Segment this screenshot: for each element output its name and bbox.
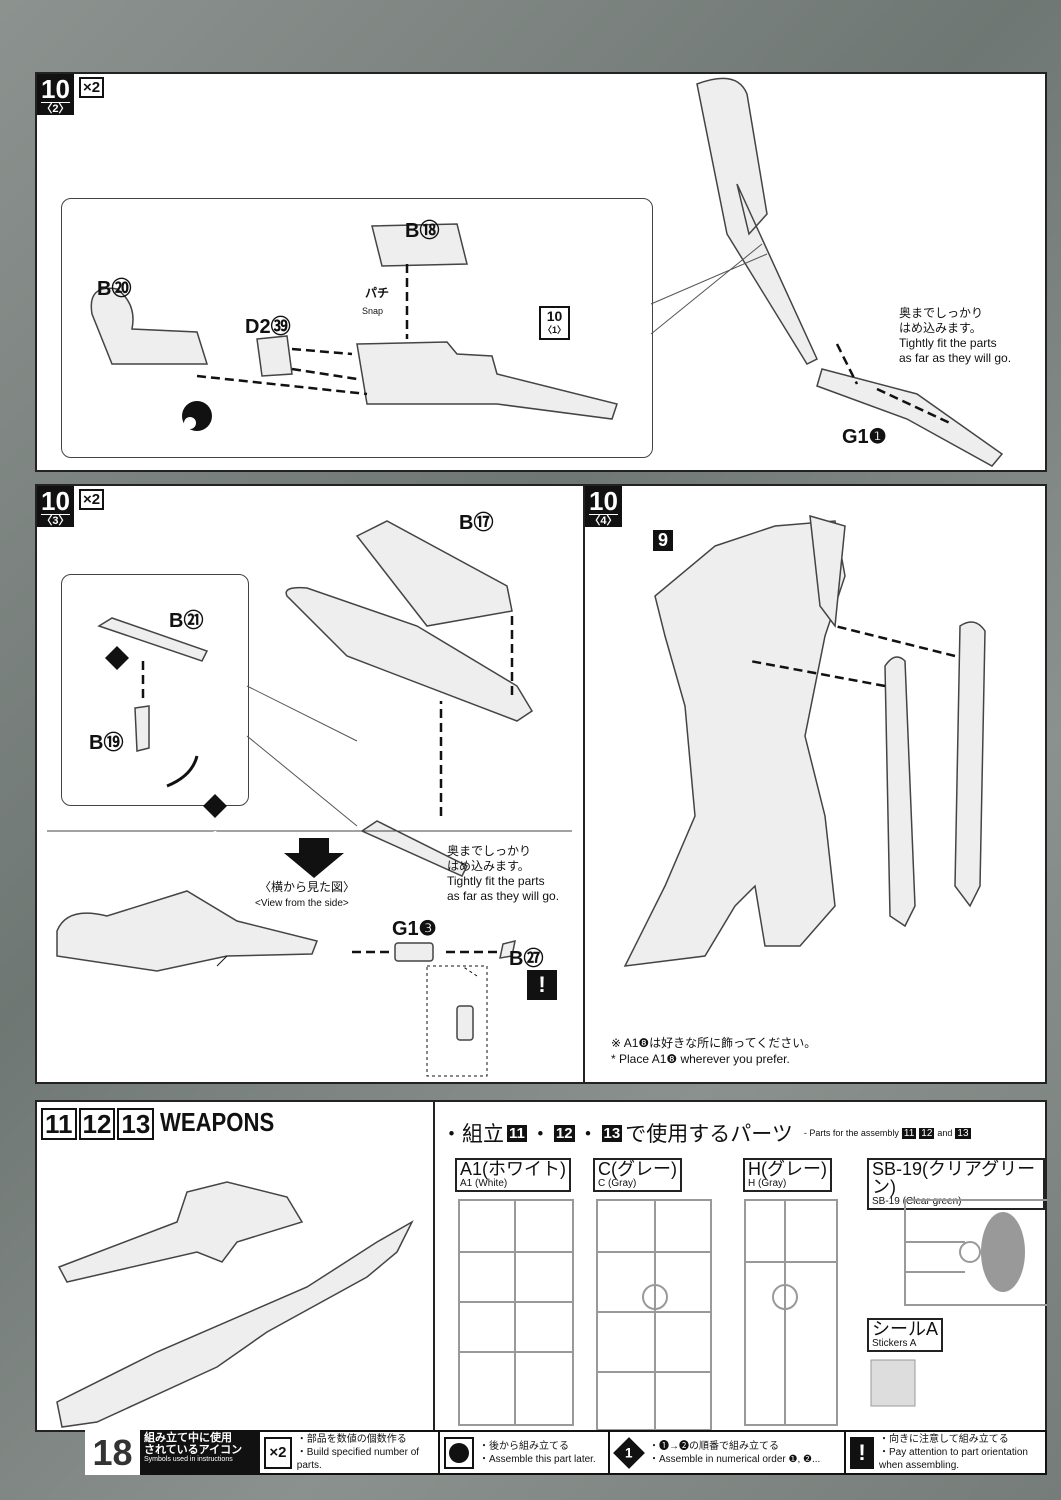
- snap-ja: パチ: [365, 286, 390, 300]
- legend-item-later: ・後から組み立てる・Assemble this part later.: [440, 1432, 608, 1473]
- runner-label-c: C(グレー)C (Gray): [593, 1158, 682, 1192]
- multiplier-icon: ×2: [264, 1436, 292, 1469]
- part-label: B⑰: [459, 512, 494, 534]
- step-number: 10〈3〉: [37, 486, 74, 527]
- parts-title-en: - Parts for the assembly: [803, 1128, 899, 1138]
- assemble-later-icon: [444, 1436, 474, 1469]
- runner-label-sb19: SB-19(クリアグリーン)SB-19 (Clear green): [867, 1158, 1045, 1210]
- part-label: G1❸: [392, 918, 437, 940]
- step-12-badge: 12: [78, 1108, 116, 1140]
- part-label: G1❶: [842, 426, 887, 448]
- step-11-badge: 11: [507, 1124, 527, 1142]
- side-view-en: <View from the side>: [255, 898, 349, 909]
- runner-label-h: H(グレー)H (Gray): [743, 1158, 832, 1192]
- snap-en: Snap: [362, 306, 384, 316]
- parts-panel: ・組立 11・ 12・ 13 で使用するパーツ - Parts for the …: [433, 1100, 1047, 1432]
- multiplier-badge: ×2: [79, 77, 105, 98]
- section-title: WEAPONS: [160, 1107, 275, 1137]
- legend-item-order: 1・❶→❷の順番で組み立てる・Assemble in numerical ord…: [610, 1432, 844, 1473]
- order-icon: 1: [613, 1436, 645, 1469]
- icon-legend: 組み立て中に使用 されているアイコン Symbols used in instr…: [140, 1430, 1047, 1475]
- ref-step-9: 9: [653, 530, 674, 551]
- multiplier-badge: ×2: [79, 489, 105, 510]
- step-10-3-panel: 10〈3〉 ×2: [35, 484, 585, 1084]
- assembly-diagram: [47, 520, 572, 1077]
- detail-callout: [61, 574, 249, 806]
- step-12-badge: 12: [553, 1124, 575, 1142]
- part-label: D2㊴: [245, 316, 291, 338]
- fit-note-ja: 奥までしっかり はめ込みます。: [899, 306, 984, 335]
- orientation-warning-icon: !: [527, 970, 557, 1000]
- weapons-diagram: [56, 1181, 414, 1428]
- assembly-diagram: [90, 77, 1004, 467]
- legend-title: 組み立て中に使用 されているアイコン Symbols used in instr…: [144, 1432, 243, 1463]
- step-10-4-panel: 10〈4〉 9 ※ A1❽は好きな所に飾ってください。 * Place A1❽ …: [583, 484, 1047, 1084]
- step-number: 10〈2〉: [37, 74, 74, 115]
- part-label: B⑳: [97, 278, 132, 300]
- runner-label-a1: A1(ホワイト)A1 (White): [455, 1158, 572, 1192]
- step-11-badge: 11: [41, 1108, 77, 1140]
- parts-title-prefix: ・組立: [441, 1123, 504, 1146]
- part-label: B㉑: [169, 610, 204, 632]
- weapons-panel: 11 12 13 WEAPONS: [35, 1100, 435, 1432]
- part-label: B⑱: [405, 220, 440, 242]
- step-number: 10〈4〉: [585, 486, 622, 527]
- step-12-badge-small: 12: [919, 1127, 935, 1139]
- gundam-diagram: [623, 514, 986, 967]
- legend-item-multiplier: ×2・部品を数値の個数作る・Build specified number of …: [260, 1432, 438, 1473]
- step-13-badge: 13: [117, 1108, 155, 1140]
- warning-icon: !: [850, 1436, 874, 1469]
- step-11-badge-small: 11: [901, 1127, 917, 1139]
- detail-callout: [61, 198, 653, 458]
- step-13-badge-small: 13: [955, 1127, 971, 1139]
- placement-note-ja: ※ A1❽は好きな所に飾ってください。: [611, 1036, 817, 1050]
- placement-note-en: * Place A1❽ wherever you prefer.: [611, 1052, 790, 1066]
- page-number: 18: [85, 1430, 140, 1475]
- parts-title-suffix: で使用するパーツ: [625, 1123, 793, 1146]
- part-label: B㉗: [509, 948, 544, 970]
- runner-diagrams: [458, 1199, 1047, 1431]
- fit-note-en: Tightly fit the parts as far as they wil…: [447, 874, 560, 903]
- fit-note-ja: 奥までしっかり はめ込みます。: [447, 844, 532, 873]
- ref-step: 10: [546, 308, 563, 324]
- side-view-ja: 〈横から見た図〉: [259, 880, 356, 894]
- and-text: and: [937, 1128, 953, 1138]
- order-2-icon: 2: [212, 830, 218, 841]
- order-1-icon: 1: [114, 682, 120, 693]
- part-label: B⑲: [89, 732, 124, 754]
- ref-sub: 〈1〉: [543, 325, 567, 335]
- step-10-2-panel: 10〈2〉 ×2 B⑱ B⑳: [35, 72, 1047, 472]
- fit-note-en: Tightly fit the parts as far as they wil…: [899, 336, 1012, 365]
- legend-item-orientation: !・向きに注意して組み立てる・Pay attention to part ori…: [846, 1432, 1045, 1473]
- step-13-badge: 13: [601, 1124, 623, 1142]
